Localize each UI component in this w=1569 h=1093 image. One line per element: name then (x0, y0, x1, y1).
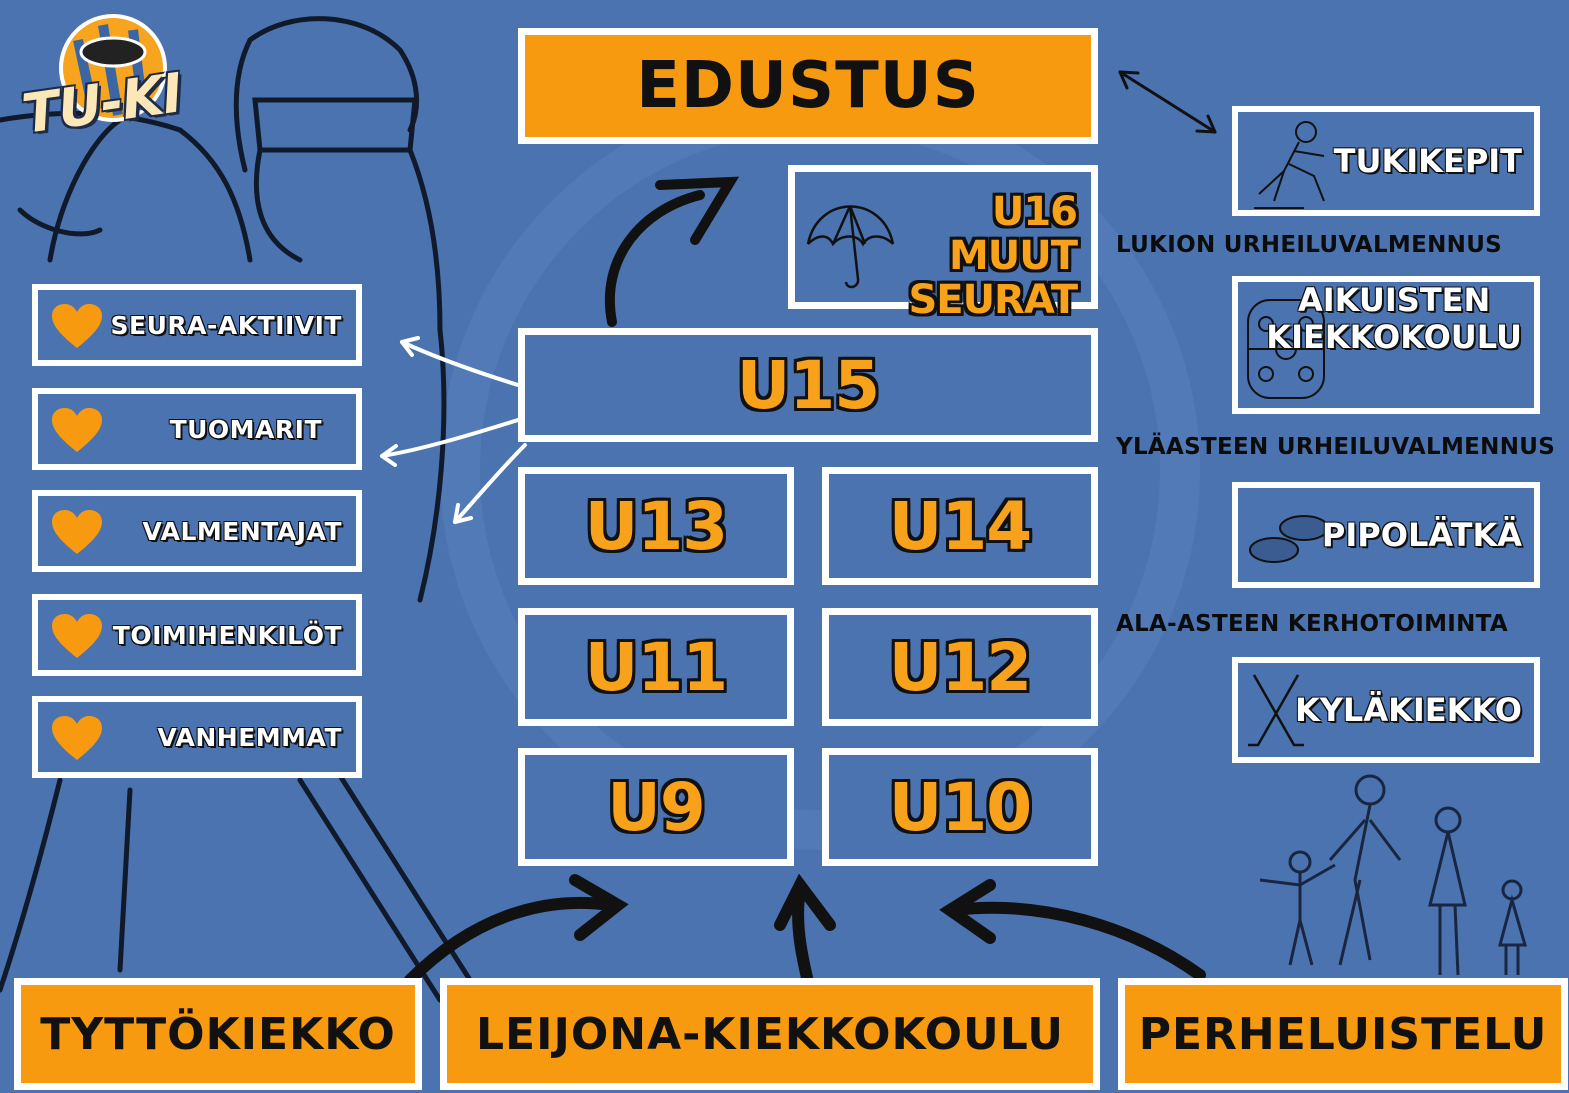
u14-label: U14 (888, 487, 1032, 565)
caption-ylaasteen: YLÄASTEEN URHEILUVALMENNUS (1116, 434, 1556, 460)
tukikepit-box[interactable]: TUKIKEPIT (1232, 106, 1540, 216)
left-item-label: TUOMARIT (169, 414, 322, 444)
white-arrows (380, 336, 527, 524)
rink-icon (1247, 299, 1325, 399)
perheluistelu-label: PERHELUISTELU (1138, 1008, 1548, 1060)
crossed-sticks-icon (1248, 674, 1304, 747)
u12-label: U12 (888, 628, 1032, 706)
leijona-kiekkokoulu-box[interactable]: LEIJONA-KIEKKOKOULU (440, 978, 1100, 1090)
u10-box[interactable]: U10 (822, 748, 1098, 866)
tyttokiekko-label: TYTTÖKIEKKO (40, 1008, 396, 1060)
u13-box[interactable]: U13 (518, 467, 794, 585)
edustus-box[interactable]: EDUSTUS (518, 28, 1098, 144)
family-sketch (1259, 774, 1527, 976)
u13-label: U13 (584, 487, 728, 565)
heart-icon (52, 716, 102, 760)
skater-icon (1254, 121, 1325, 209)
pipolatka-label: PIPOLÄTKÄ (1321, 515, 1522, 554)
tuki-logo[interactable]: TU-KI (18, 10, 188, 150)
u9-label: U9 (607, 768, 706, 846)
aikuisten-kiekkokoulu-box[interactable]: AIKUISTEN KIEKKOKOULU (1232, 276, 1540, 414)
u11-box[interactable]: U11 (518, 608, 794, 726)
heart-icon (52, 304, 102, 348)
u9-box[interactable]: U9 (518, 748, 794, 866)
left-item-label: VALMENTAJAT (142, 516, 342, 546)
u15-label: U15 (736, 346, 880, 424)
u10-label: U10 (888, 768, 1032, 846)
heart-icon (52, 510, 102, 554)
caption-ala-asteen: ALA-ASTEEN KERHOTOIMINTA (1116, 611, 1508, 637)
left-item-vanhemmat[interactable]: VANHEMMAT (32, 696, 362, 778)
perheluistelu-box[interactable]: PERHELUISTELU (1118, 978, 1568, 1090)
heart-icon (52, 408, 102, 452)
puck-icon (1249, 515, 1329, 563)
left-item-label: VANHEMMAT (157, 722, 342, 752)
u15-box[interactable]: U15 (518, 328, 1098, 442)
heart-icon (52, 614, 102, 658)
left-item-label: TOIMIHENKILÖT (112, 620, 342, 650)
umbrella-icon (806, 205, 895, 289)
tyttokiekko-box[interactable]: TYTTÖKIEKKO (14, 978, 422, 1090)
u11-label: U11 (584, 628, 728, 706)
u16-label: U16 MUUT SEURAT (908, 189, 1078, 323)
hockey-player-sketch (0, 16, 473, 1003)
aikuisten-label: AIKUISTEN KIEKKOKOULU (1266, 282, 1522, 408)
aikuisten-line2: KIEKKOKOULU (1266, 317, 1522, 356)
aikuisten-line1: AIKUISTEN (1297, 281, 1491, 319)
logo-emblem (59, 14, 167, 122)
arrows (404, 70, 1217, 996)
pipolatka-box[interactable]: PIPOLÄTKÄ (1232, 482, 1540, 588)
tukikepit-label: TUKIKEPIT (1333, 141, 1522, 180)
left-item-toimihenkilot[interactable]: TOIMIHENKILÖT (32, 594, 362, 676)
u12-box[interactable]: U12 (822, 608, 1098, 726)
kylakiekko-box[interactable]: KYLÄKIEKKO (1232, 657, 1540, 763)
left-item-valmentajat[interactable]: VALMENTAJAT (32, 490, 362, 572)
left-item-tuomarit[interactable]: TUOMARIT (32, 388, 362, 470)
u14-box[interactable]: U14 (822, 467, 1098, 585)
edustus-label: EDUSTUS (636, 49, 980, 123)
left-item-seura-aktiivit[interactable]: SEURA-AKTIIVIT (32, 284, 362, 366)
caption-lukion: LUKION URHEILUVALMENNUS (1116, 232, 1503, 258)
left-item-label: SEURA-AKTIIVIT (110, 310, 342, 340)
kylakiekko-label: KYLÄKIEKKO (1294, 690, 1522, 729)
leijona-label: LEIJONA-KIEKKOKOULU (476, 1008, 1064, 1060)
u16-muut-seurat-box[interactable]: U16 MUUT SEURAT (788, 165, 1098, 322)
